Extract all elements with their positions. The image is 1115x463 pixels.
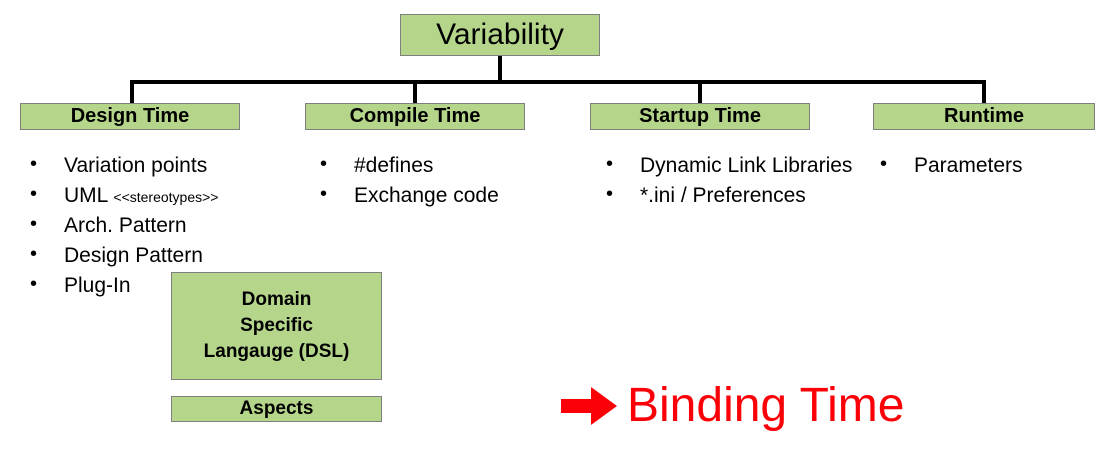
connector-drop-runtime: [982, 80, 986, 104]
binding-time-callout: Binding Time: [561, 382, 904, 430]
list-design-time: Variation points UML <<stereotypes>> Arc…: [22, 151, 292, 302]
node-compile-time: Compile Time: [305, 103, 525, 130]
connector-stem-vertical: [498, 56, 502, 83]
node-startup-time: Startup Time: [590, 103, 810, 130]
node-runtime: Runtime: [873, 103, 1095, 130]
list-item-label: Parameters: [914, 154, 1023, 177]
list-item-label: Exchange code: [354, 183, 499, 207]
list-item: Dynamic Link Libraries: [598, 151, 868, 180]
list-item: Variation points: [22, 151, 292, 180]
list-item-label: Arch. Pattern: [64, 213, 187, 237]
list-item-label: Dynamic Link Libraries: [640, 154, 853, 177]
connector-drop-compile-time: [413, 80, 417, 104]
node-dsl-line2: Specific: [240, 314, 313, 336]
list-item: Parameters: [872, 151, 1102, 180]
node-design-time: Design Time: [20, 103, 240, 130]
list-item: Design Pattern: [22, 241, 292, 270]
list-item-label: #defines: [354, 154, 434, 177]
binding-time-label: Binding Time: [627, 379, 905, 432]
list-item-label: Plug-In: [64, 273, 131, 297]
list-startup-time: Dynamic Link Libraries *.ini / Preferenc…: [598, 151, 868, 212]
node-compile-time-label: Compile Time: [349, 105, 481, 127]
node-aspects: Aspects: [171, 396, 382, 422]
connector-drop-design-time: [130, 80, 134, 104]
node-startup-time-label: Startup Time: [639, 105, 761, 127]
list-item-label: Design Pattern: [64, 243, 203, 267]
node-dsl-line1: Domain: [241, 288, 312, 310]
list-item-label: *.ini / Preferences: [640, 183, 806, 207]
list-item: #defines: [312, 151, 562, 180]
node-aspects-label: Aspects: [239, 398, 314, 419]
connector-drop-startup-time: [698, 80, 702, 104]
node-variability-label: Variability: [436, 18, 564, 51]
list-compile-time: #defines Exchange code: [312, 151, 562, 212]
list-runtime: Parameters: [872, 151, 1102, 182]
list-item-stereotype: <<stereotypes>>: [113, 188, 219, 205]
right-arrow-icon: [561, 387, 617, 425]
list-item: Plug-In: [22, 271, 292, 300]
node-dsl-line3: Langauge (DSL): [203, 341, 350, 363]
node-design-time-label: Design Time: [70, 105, 190, 127]
list-item-label: UML: [64, 183, 114, 207]
list-item: Arch. Pattern: [22, 211, 292, 240]
node-runtime-label: Runtime: [944, 105, 1024, 127]
node-domain-specific-language: Domain Specific Langauge (DSL): [171, 272, 382, 380]
list-item-label: Variation points: [64, 154, 208, 177]
connector-horizontal-bar: [130, 80, 984, 84]
node-variability: Variability: [400, 14, 600, 56]
list-item: UML <<stereotypes>>: [22, 181, 292, 210]
list-item: Exchange code: [312, 181, 562, 210]
list-item: *.ini / Preferences: [598, 181, 868, 210]
